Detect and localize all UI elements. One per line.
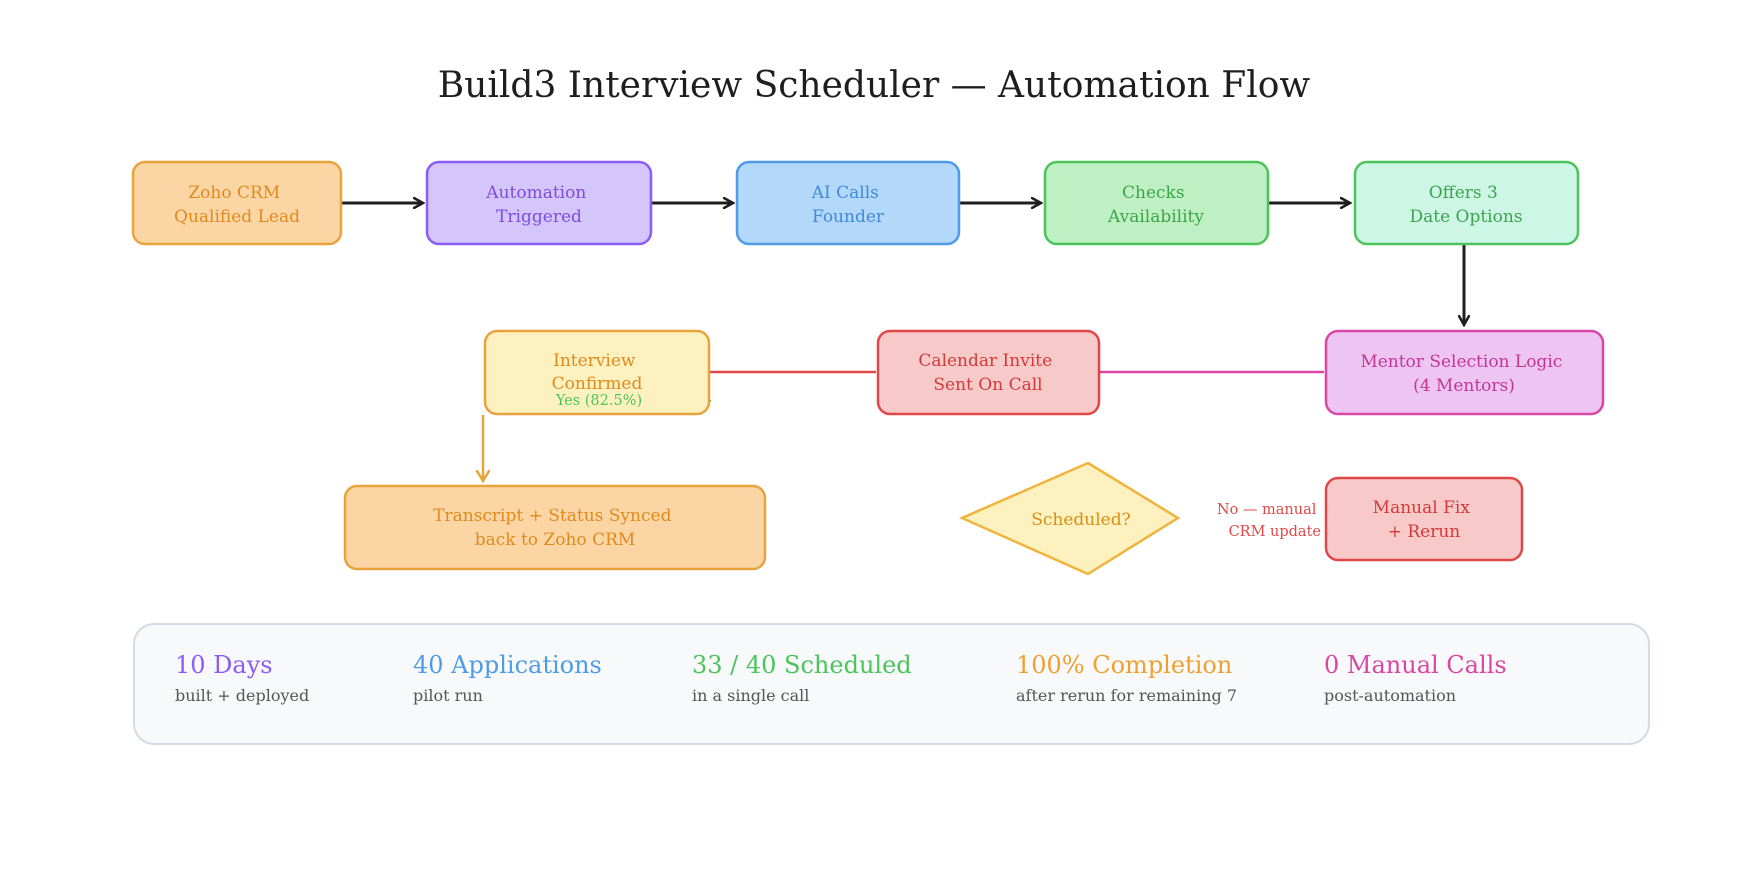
node-manual-fix: [1324, 476, 1524, 562]
label-mentor-line-1: Mentor Selection Logic: [1360, 352, 1562, 372]
yes-label-background: [545, 389, 653, 409]
stat-applications-caption: pilot run: [413, 686, 483, 705]
edge-label-no-line-2: CRM update: [1229, 524, 1321, 540]
label-interview-line-1: Interview: [553, 351, 636, 371]
edge-label-no: No — manual CRM update: [1217, 502, 1321, 540]
stat-applications-value: 40 Applications: [413, 651, 602, 679]
label-checks-line-1: Checks: [1122, 183, 1185, 203]
label-manual-fix: Manual Fix + Rerun: [1373, 498, 1476, 542]
stat-manual-calls: 0 Manual Calls post-automation: [1324, 651, 1507, 705]
stat-scheduled: 33 / 40 Scheduled in a single call: [692, 651, 912, 705]
edge-label-no-line-1: No — manual: [1217, 502, 1317, 518]
label-transcript-synced: Transcript + Status Synced back to Zoho …: [433, 506, 677, 550]
edge-label-yes: Yes (82.5%): [555, 393, 642, 409]
label-ai-calls-founder: AI Calls Founder: [811, 183, 885, 227]
label-transcript-line-2: back to Zoho CRM: [475, 530, 636, 550]
stats: 10 Days built + deployed 40 Applications…: [175, 651, 1507, 705]
node-automation-triggered: [425, 160, 653, 246]
node-scheduled-decision: [958, 461, 1181, 576]
label-offers-date-options: Offers 3 Date Options: [1409, 183, 1522, 227]
stat-days: 10 Days built + deployed: [175, 651, 309, 705]
label-offers-line-1: Offers 3: [1429, 183, 1498, 203]
stat-manual-calls-caption: post-automation: [1324, 686, 1456, 705]
label-checks-line-2: Availability: [1107, 207, 1204, 227]
label-zoho-crm-line-1: Zoho CRM: [188, 183, 280, 203]
stat-applications: 40 Applications pilot run: [413, 651, 602, 705]
edges: [341, 203, 1464, 481]
node-transcript-synced: [343, 484, 767, 571]
node-mentor-selection: [1324, 329, 1605, 416]
node-zoho-crm: [131, 160, 343, 246]
diagram-title: Build3 Interview Scheduler — Automation …: [438, 65, 1311, 106]
node-labels: Zoho CRM Qualified Lead Automation Trigg…: [174, 183, 1567, 550]
stat-days-caption: built + deployed: [175, 686, 309, 705]
stat-manual-calls-value: 0 Manual Calls: [1324, 651, 1507, 679]
stat-completion-value: 100% Completion: [1016, 651, 1232, 679]
label-automation-triggered: Automation Triggered: [485, 183, 591, 227]
stat-days-value: 10 Days: [175, 651, 273, 679]
label-ai-calls-line-2: Founder: [812, 207, 885, 227]
label-calendar-line-1: Calendar Invite: [918, 351, 1052, 371]
label-scheduled-line-1: Scheduled?: [1031, 510, 1131, 530]
node-checks-availability: [1043, 160, 1270, 246]
stats-panel: [133, 623, 1650, 745]
label-manual-fix-line-2: + Rerun: [1388, 522, 1461, 542]
label-calendar-invite: Calendar Invite Sent On Call: [918, 351, 1057, 395]
label-ai-calls-line-1: AI Calls: [811, 183, 879, 203]
label-transcript-line-1: Transcript + Status Synced: [433, 506, 671, 526]
label-mentor-line-2: (4 Mentors): [1413, 376, 1515, 396]
label-automation-line-1: Automation: [485, 183, 586, 203]
label-manual-fix-line-1: Manual Fix: [1373, 498, 1471, 518]
stat-completion: 100% Completion after rerun for remainin…: [1016, 651, 1237, 705]
node-ai-calls-founder: [735, 160, 961, 246]
stat-scheduled-caption: in a single call: [692, 686, 809, 705]
label-checks-availability: Checks Availability: [1107, 183, 1204, 227]
label-offers-line-2: Date Options: [1409, 207, 1522, 227]
label-calendar-line-2: Sent On Call: [933, 375, 1042, 395]
label-automation-line-2: Triggered: [496, 207, 582, 227]
label-zoho-crm: Zoho CRM Qualified Lead: [174, 183, 300, 227]
label-zoho-crm-line-2: Qualified Lead: [174, 207, 300, 227]
node-offers-date-options: [1353, 160, 1580, 246]
label-scheduled-decision: Scheduled?: [1031, 510, 1131, 530]
stat-completion-caption: after rerun for remaining 7: [1016, 686, 1237, 705]
label-mentor-selection: Mentor Selection Logic (4 Mentors): [1360, 352, 1567, 396]
node-calendar-invite: [876, 329, 1101, 416]
stat-scheduled-value: 33 / 40 Scheduled: [692, 651, 912, 679]
